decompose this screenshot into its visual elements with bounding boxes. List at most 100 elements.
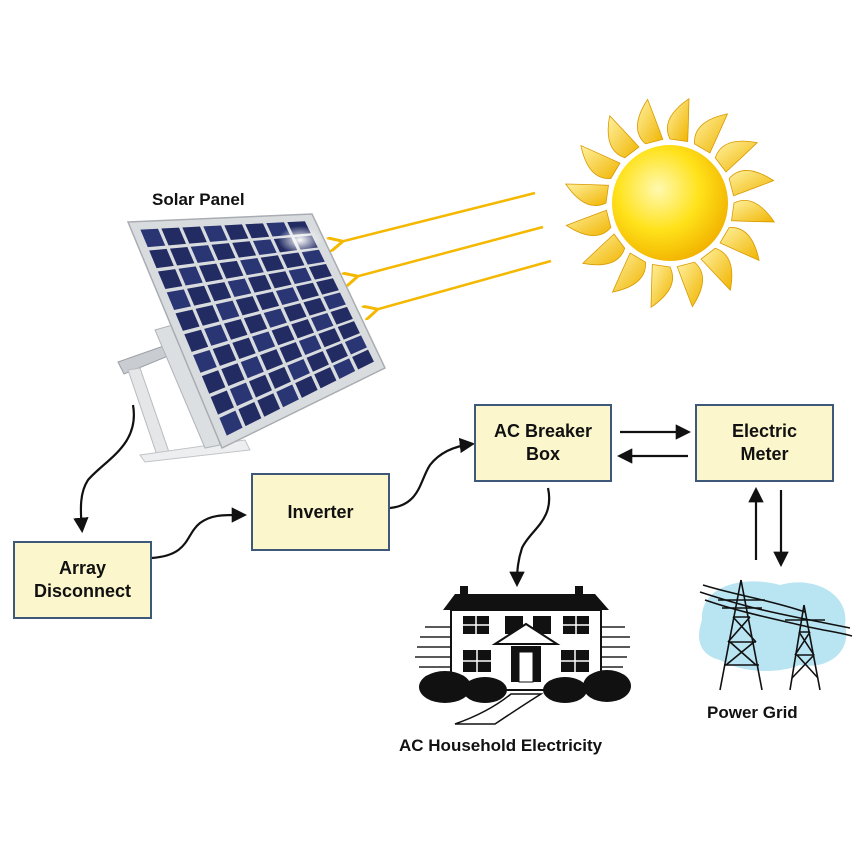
arrow-disconnect-to-inverter	[151, 507, 248, 560]
solar-cell	[201, 370, 226, 394]
solar-cell	[318, 328, 341, 348]
solar-cell	[243, 313, 268, 334]
solar-cell	[287, 358, 310, 381]
solar-cell	[314, 367, 337, 389]
electric-meter-line-1: Electric	[731, 421, 798, 441]
solar-cell	[232, 241, 257, 258]
solar-cell	[161, 227, 187, 246]
solar-panel-icon	[117, 213, 386, 463]
solar-cell	[295, 375, 318, 398]
ac-breaker-box: AC Breaker Box	[474, 404, 612, 482]
sun-ray	[607, 115, 640, 159]
sun-ray	[565, 209, 612, 236]
solar-cell	[276, 384, 299, 408]
solar-cell	[279, 342, 303, 363]
solar-cell	[344, 335, 367, 355]
solar-cell	[140, 228, 166, 248]
arrow-breaker-to-house	[509, 487, 551, 588]
sun-ray	[650, 264, 674, 309]
solar-cell	[252, 239, 277, 255]
solar-cell	[281, 252, 305, 269]
flow-connectors	[73, 404, 789, 588]
solar-cell	[203, 225, 228, 242]
solar-cell	[260, 255, 285, 272]
sun-ray	[719, 227, 760, 262]
solar-cell	[193, 350, 217, 373]
solar-cell	[169, 246, 195, 266]
sun-ray	[666, 97, 690, 142]
solar-cell	[229, 382, 253, 407]
solar-cell	[352, 349, 374, 370]
solar-cell	[195, 305, 220, 326]
solar-cell	[166, 289, 192, 310]
power-grid-icon	[699, 579, 853, 691]
solar-cell	[211, 243, 236, 261]
sun-disc	[612, 145, 728, 261]
sun-ray	[564, 183, 609, 207]
solar-cell	[325, 343, 348, 364]
solar-cell	[219, 260, 244, 279]
solar-cell	[310, 312, 334, 332]
ac-breaker-line-1: AC Breaker	[493, 421, 593, 441]
sun-ray	[714, 140, 758, 173]
solar-cell	[227, 278, 252, 297]
solar-cell	[271, 325, 295, 346]
solar-cell	[190, 245, 215, 263]
solar-cell	[224, 319, 248, 340]
sunlight-arrows	[340, 191, 552, 310]
solar-cell	[283, 303, 307, 322]
solar-cell	[204, 324, 228, 346]
solar-cell	[199, 263, 224, 283]
solar-cell	[337, 321, 360, 340]
solar-cell	[330, 306, 353, 325]
solar-cell	[251, 331, 276, 353]
solar-cell	[268, 366, 291, 389]
electric-meter-box: Electric Meter	[695, 404, 834, 482]
solar-cell	[249, 374, 272, 398]
sun-ray	[700, 247, 733, 291]
solar-cell	[296, 282, 319, 300]
household-label: AC Household Electricity	[399, 736, 603, 755]
solar-cell	[288, 267, 312, 284]
solar-cell	[235, 296, 260, 316]
solar-cell	[316, 278, 339, 295]
sun-icon	[564, 97, 776, 309]
sun-ray	[728, 170, 775, 197]
solar-cell	[275, 287, 300, 305]
solar-cell	[298, 335, 322, 356]
arrow-panel-to-disconnect	[73, 404, 136, 534]
solar-cell	[308, 264, 332, 280]
solar-cell	[232, 337, 256, 360]
solar-cell	[323, 292, 346, 310]
solar-cell	[210, 390, 234, 415]
solar-cell	[240, 258, 264, 276]
sun-ray	[731, 199, 776, 223]
solar-cell	[182, 226, 207, 244]
solar-cell	[260, 349, 284, 371]
solar-cell	[238, 401, 262, 427]
arrow-inverter-to-breaker	[389, 437, 476, 510]
solar-cell	[240, 356, 264, 379]
solar-cell	[149, 248, 174, 269]
sun-ray	[676, 261, 703, 308]
solar-cell	[255, 291, 280, 311]
solar-cell	[221, 363, 245, 386]
solar-cell	[219, 410, 243, 436]
house-icon	[415, 586, 631, 725]
solar-cell	[257, 393, 281, 417]
solar-cell	[187, 285, 212, 306]
solar-cell	[245, 223, 270, 239]
solar-cell	[212, 343, 237, 366]
array-disconnect-line-1: Array	[58, 558, 107, 578]
inverter-line-1: Inverter	[287, 501, 354, 522]
solar-cell	[224, 224, 249, 241]
solar-cell	[263, 308, 287, 328]
array-disconnect-box: Array Disconnect	[13, 541, 152, 619]
array-disconnect-line-2: Disconnect	[33, 581, 132, 601]
sun-ray	[611, 252, 646, 293]
solar-cell	[215, 300, 240, 321]
solar-cell	[303, 297, 327, 316]
sun-ray	[582, 233, 626, 266]
sun-ray	[694, 113, 729, 154]
